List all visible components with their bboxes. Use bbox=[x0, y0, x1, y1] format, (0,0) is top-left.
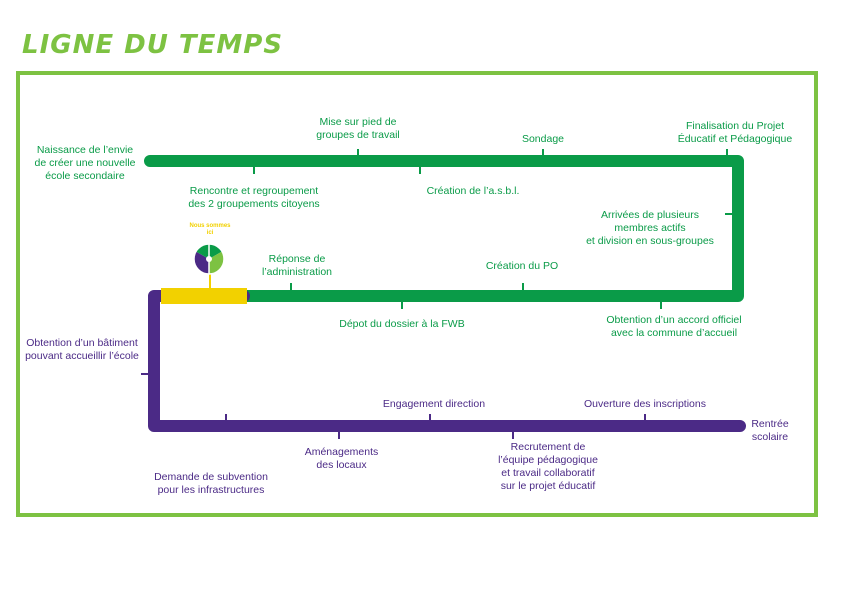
current-position-marker bbox=[161, 288, 247, 304]
label-creation-po: Création du PO bbox=[485, 260, 559, 272]
label-finalisation: Finalisation du Projet Éducatif et Pédag… bbox=[677, 120, 793, 145]
purple-ticks bbox=[141, 373, 646, 439]
label-rentree: Rentrée scolaire bbox=[751, 418, 789, 443]
timeline-frame bbox=[16, 71, 818, 517]
label-ouverture: Ouverture des inscriptions bbox=[584, 398, 706, 410]
label-sondage: Sondage bbox=[521, 133, 565, 145]
page-title: LIGNE DU TEMPS bbox=[22, 30, 284, 60]
school-logo-icon bbox=[193, 243, 225, 275]
label-creation-asbl: Création de l’a.s.b.l. bbox=[426, 185, 520, 197]
label-reponse: Réponse de l’administration bbox=[261, 253, 333, 278]
label-recrutement: Recrutement de l’équipe pédagogique et t… bbox=[498, 441, 598, 492]
green-timeline-line bbox=[144, 155, 744, 302]
label-engagement: Engagement direction bbox=[382, 398, 486, 410]
label-naissance: Naissance de l’envie de créer une nouvel… bbox=[34, 144, 136, 182]
label-demande: Demande de subvention pour les infrastru… bbox=[154, 471, 268, 496]
label-arrivees: Arrivées de plusieurs membres actifs et … bbox=[586, 209, 714, 247]
label-amenagements: Aménagements des locaux bbox=[304, 446, 379, 471]
label-mise-sur-pied: Mise sur pied de groupes de travail bbox=[316, 116, 400, 141]
label-depot: Dépot du dossier à la FWB bbox=[339, 318, 465, 330]
label-rencontre: Rencontre et regroupement des 2 groupeme… bbox=[188, 185, 320, 210]
you-are-here-label: Nous sommes ici bbox=[189, 223, 231, 236]
green-ticks bbox=[253, 149, 732, 309]
label-obtention-accord: Obtention d’un accord officiel avec la c… bbox=[606, 314, 742, 339]
label-obtention-batiment: Obtention d’un bâtiment pouvant accueill… bbox=[25, 337, 139, 362]
